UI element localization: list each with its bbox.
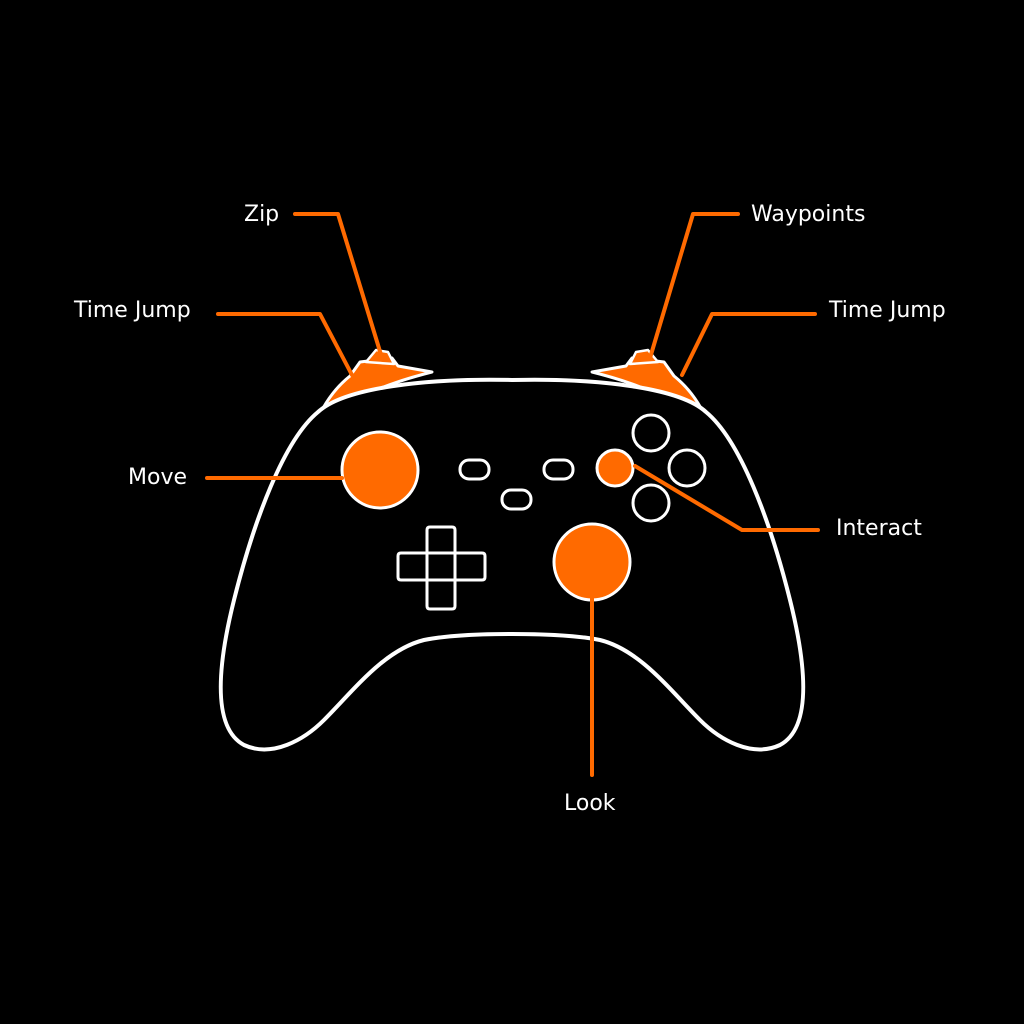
share-button bbox=[500, 488, 533, 511]
label-move: Move bbox=[128, 465, 187, 490]
face-button-top bbox=[631, 413, 671, 453]
view-button bbox=[458, 458, 491, 481]
face-button-left bbox=[595, 448, 635, 488]
leader-line-time-jump-left bbox=[216, 312, 354, 377]
left-stick bbox=[340, 430, 420, 510]
face-button-right bbox=[667, 448, 707, 488]
label-time-jump-right: Time Jump bbox=[829, 298, 946, 323]
leader-line-time-jump-right bbox=[680, 312, 817, 377]
label-time-jump-left: Time Jump bbox=[74, 298, 191, 323]
label-look: Look bbox=[564, 791, 616, 816]
label-interact: Interact bbox=[836, 516, 922, 541]
leader-line-zip bbox=[293, 212, 384, 360]
leader-line-interact bbox=[633, 464, 820, 532]
label-waypoints: Waypoints bbox=[751, 202, 866, 227]
dpad bbox=[396, 525, 487, 611]
leader-line-waypoints bbox=[648, 212, 740, 360]
right-stick bbox=[552, 522, 632, 602]
controller-body bbox=[218, 377, 806, 752]
face-button-bottom bbox=[631, 483, 671, 523]
label-zip: Zip bbox=[244, 202, 280, 227]
menu-button bbox=[542, 458, 575, 481]
